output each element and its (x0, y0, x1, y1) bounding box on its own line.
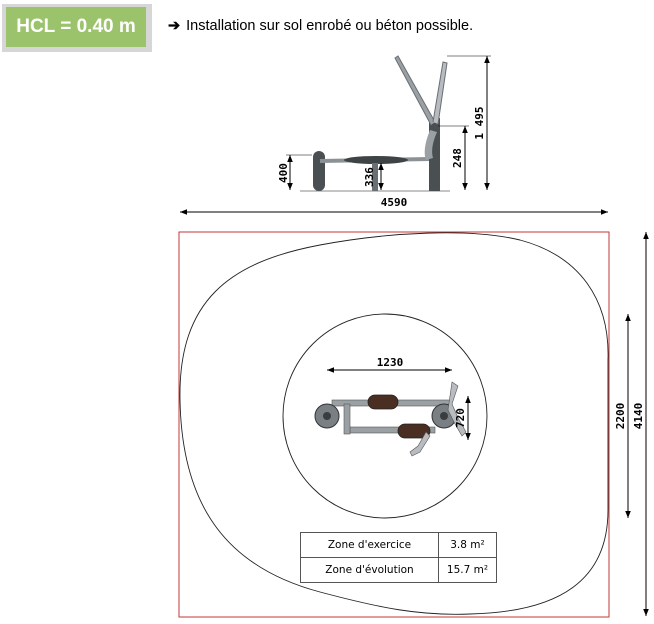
zone-depth-dim: 2200 (614, 403, 627, 430)
machine-top-view (314, 381, 467, 457)
table-row: Zone d'exercice 3.8 m² (300, 532, 497, 558)
evolution-zone (179, 232, 609, 615)
seat-pad (344, 156, 408, 164)
total-height-dim: 1 495 (473, 106, 486, 139)
evolution-zone-label: Zone d'évolution (300, 557, 439, 583)
machine-width-dim: 720 (454, 408, 467, 428)
installation-area-border (178, 231, 610, 618)
elevation-view: 400 336 248 1 495 (277, 55, 491, 192)
left-post (313, 151, 325, 191)
area-table: Zone d'exercice 3.8 m² Zone d'évolution … (300, 532, 497, 583)
right-post-cap (440, 412, 448, 420)
arrow-right-icon: ➔ (168, 18, 181, 34)
exercise-zone (282, 313, 488, 519)
right-post (429, 118, 440, 191)
back-handle (394, 55, 436, 126)
pedal-top-view (409, 431, 431, 457)
left-post-cap (323, 412, 331, 420)
pedal-arm (424, 130, 437, 160)
hcl-badge: HCL = 0.40 m (2, 4, 152, 52)
post-height-dim: 400 (277, 163, 290, 183)
exercise-zone-label: Zone d'exercice (300, 532, 439, 558)
handle-height-dim: 248 (451, 148, 464, 168)
installation-note: ➔ Installation sur sol enrobé ou béton po… (168, 18, 473, 34)
installation-note-text: Installation sur sol enrobé ou béton pos… (186, 18, 474, 34)
seat-height-dim: 336 (363, 167, 376, 187)
seat-pad-bottom (397, 423, 431, 439)
center-leg (372, 163, 378, 191)
overall-depth-dim: 4140 (632, 403, 645, 430)
overall-width-dim: 4590 (381, 196, 408, 209)
plan-view: 1230 720 2200 4140 (178, 231, 649, 618)
hcl-label: HCL = 0.40 m (6, 7, 146, 47)
front-handle (432, 61, 448, 125)
exercise-zone-value: 3.8 m² (438, 532, 497, 558)
seat-pad-top (367, 394, 399, 410)
machine-length-dim: 1230 (377, 356, 404, 369)
frame-link (343, 403, 351, 435)
table-row: Zone d'évolution 15.7 m² (300, 557, 497, 583)
evolution-zone-value: 15.7 m² (438, 557, 497, 583)
